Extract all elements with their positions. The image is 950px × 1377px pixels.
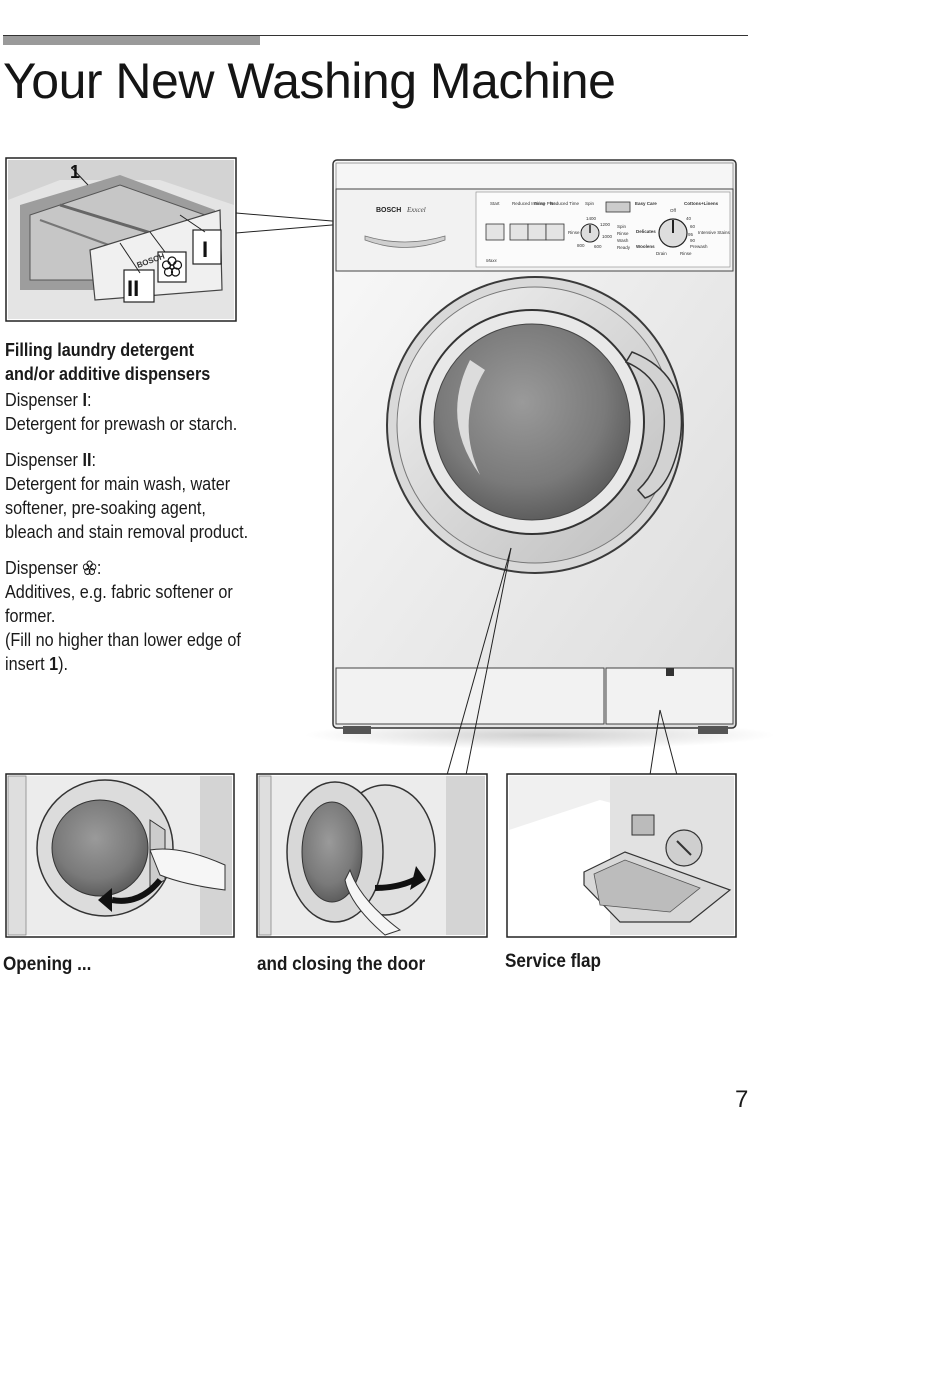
panel-spin-label: Spin <box>585 201 595 206</box>
dispenser-i-mark: I <box>82 390 87 410</box>
flower-icon <box>161 256 183 277</box>
caption-service-flap: Service flap <box>505 951 602 972</box>
panel-prewash-label: Prewash <box>690 244 708 249</box>
panel-logo: Maxx <box>486 258 498 263</box>
reduced-time-button <box>545 223 565 241</box>
insert-number-label: 1 <box>70 162 80 182</box>
caption-opening: Opening ... <box>3 954 92 975</box>
reduced-ironing-button <box>509 223 529 241</box>
dispenser-i-colon: : <box>86 390 92 410</box>
dispenser-flower-paragraph: Dispenser : Additives, e.g. fabric softe… <box>5 556 253 676</box>
page-title: Your New Washing Machine <box>3 53 616 109</box>
dispenser-ii-label: Dispenser <box>5 450 83 470</box>
panel-temp-40: 40 <box>686 216 692 221</box>
panel-start-label: Start <box>490 201 500 206</box>
dispenser-heading-line2: and/or additive dispensers <box>5 364 211 384</box>
panel-model: Exxcel <box>406 206 426 214</box>
panel-temp-60: 60 <box>690 224 696 229</box>
panel-delicates-label: Delicates <box>636 229 656 234</box>
header-rule <box>3 35 748 36</box>
dispenser-heading: Filling laundry detergent and/or additiv… <box>5 338 253 386</box>
header-accent-bar <box>3 36 260 45</box>
panel-intensive-label: Intensive Stains <box>698 230 731 235</box>
dispenser-ii-paragraph: Dispenser II: Detergent for main wash, w… <box>5 448 253 544</box>
service-flap-figure <box>506 773 737 938</box>
panel-off-label: Off <box>670 208 677 213</box>
panel-spin-speed-2: 1200 <box>600 222 611 227</box>
dispenser-flower-label: Dispenser <box>5 558 83 578</box>
flower-icon <box>82 560 97 575</box>
panel-status-spin: Spin <box>617 224 627 229</box>
dispenser-instructions: Filling laundry detergent and/or additiv… <box>5 338 253 688</box>
closing-door-figure <box>256 773 488 938</box>
panel-spin-speed-4: 800 <box>577 243 585 248</box>
status-display <box>605 201 631 213</box>
dispenser-i-label: Dispenser <box>5 390 83 410</box>
panel-woolens-label: Woolens <box>636 244 655 249</box>
dispenser-i-text: Detergent for prewash or starch. <box>5 414 238 434</box>
compartment-ii-label: II <box>127 276 139 301</box>
rinse-plus-button <box>527 223 547 241</box>
panel-easy-care-label: Easy Care <box>635 201 657 206</box>
panel-temp-95: 95 <box>688 232 694 237</box>
panel-rinse-label: Rinse <box>680 251 692 256</box>
panel-brand: BOSCH <box>376 207 401 214</box>
dispenser-flower-text: Additives, e.g. fabric softener or forme… <box>5 582 233 626</box>
panel-drain-label: Drain <box>656 251 667 256</box>
panel-rinse-hold-label: Rinse Hold <box>568 230 591 235</box>
fill-note-mark: 1 <box>49 654 59 674</box>
panel-rinse-plus-label: Rinse Plus <box>534 201 556 206</box>
compartment-i-label: I <box>202 237 208 262</box>
dispenser-ii-text: Detergent for main wash, water softener,… <box>5 474 249 542</box>
panel-spin-speed-1: 1400 <box>586 216 597 221</box>
detergent-drawer-figure: 1 I II BOSCH <box>5 157 357 322</box>
panel-temp-90: 90 <box>690 238 696 243</box>
washing-machine-figure: BOSCH Exxcel Start Reduced Ironing Rinse… <box>305 159 775 776</box>
dispenser-flower-colon: : <box>96 558 102 578</box>
panel-spin-speed-5: 600 <box>594 244 602 249</box>
start-button <box>485 223 505 241</box>
panel-spin-speed-3: 1000 <box>602 234 613 239</box>
dispenser-ii-mark: II <box>82 450 92 470</box>
opening-door-figure <box>5 773 235 938</box>
fill-note-suffix: ). <box>58 654 69 674</box>
panel-reduced-ironing-label: Reduced Ironing <box>512 201 546 206</box>
dispenser-i-paragraph: Dispenser I: Detergent for prewash or st… <box>5 388 253 436</box>
panel-reduced-time-label: Reduced Time <box>550 201 580 206</box>
caption-closing: and closing the door <box>257 954 426 975</box>
panel-status-rinse: Rinse <box>617 231 629 236</box>
fill-note-prefix: (Fill no higher than lower edge of inser… <box>5 630 241 674</box>
panel-status-ready: Ready <box>617 245 631 250</box>
panel-status-wash: Wash <box>617 238 629 243</box>
dispenser-ii-colon: : <box>91 450 96 470</box>
page-number: 7 <box>735 1086 749 1113</box>
dispenser-heading-line1: Filling laundry detergent <box>5 340 195 360</box>
panel-cottons-label: Cottons+Linens <box>684 201 719 206</box>
